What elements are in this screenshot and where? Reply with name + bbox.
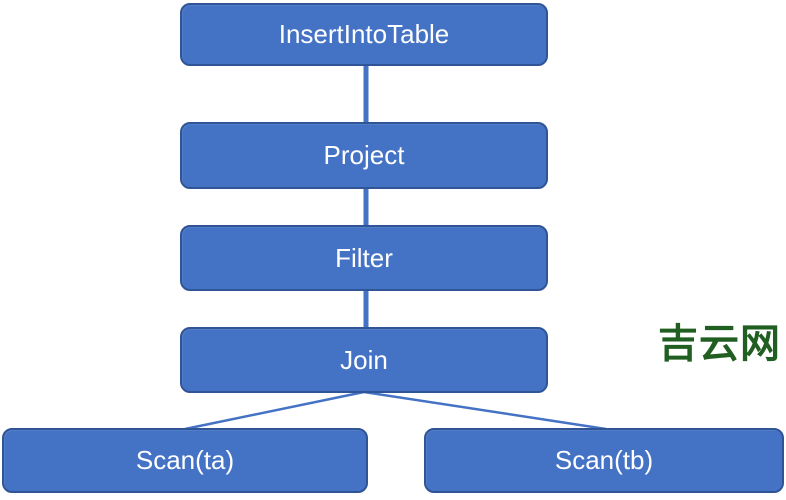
node-filter: Filter <box>180 225 548 291</box>
node-scan-ta-label: Scan(ta) <box>135 445 235 475</box>
node-scan-ta: Scan(ta) <box>2 428 368 493</box>
node-insert-into-table: InsertIntoTable <box>180 3 548 66</box>
edge-join-scantb <box>363 390 607 431</box>
watermark-text: 吉云网 <box>658 322 781 366</box>
node-insert-into-table-label: InsertIntoTable <box>278 19 450 49</box>
node-project-label: Project <box>323 140 405 170</box>
node-project: Project <box>180 122 548 189</box>
node-scan-tb: Scan(tb) <box>424 428 784 493</box>
node-join-label: Join <box>340 344 388 375</box>
edge-join-scanta <box>184 390 365 431</box>
node-filter-label: Filter <box>335 242 393 273</box>
node-join: Join <box>180 327 548 393</box>
node-scan-tb-label: Scan(tb) <box>554 445 654 475</box>
